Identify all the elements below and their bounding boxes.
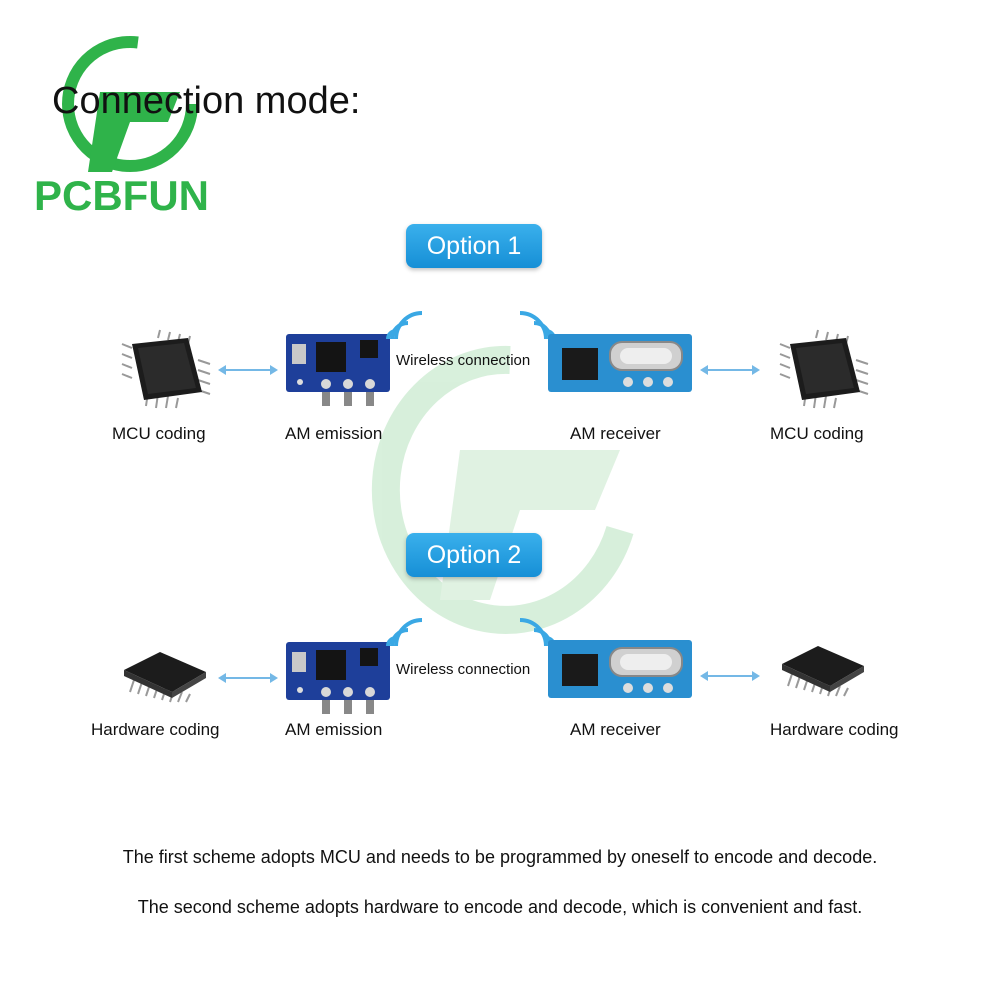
option-1-item-3-label: AM receiver — [570, 424, 661, 443]
hardware-chip-icon — [124, 652, 206, 703]
scheme-note-1: The first scheme adopts MCU and needs to… — [122, 847, 878, 867]
mcu-chip-icon — [121, 329, 211, 409]
am-emission-module-icon — [286, 334, 390, 406]
scheme-note-2: The second scheme adopts hardware to enc… — [137, 897, 863, 917]
option-2-badge: Option 2 — [406, 533, 542, 577]
logo-text: PCBFUN — [34, 172, 209, 219]
bidirectional-arrow-icon — [218, 365, 278, 375]
bidirectional-arrow-icon — [218, 673, 278, 683]
option-1-item-2-label: AM emission — [285, 424, 383, 443]
option-1-item-1-label: MCU coding — [112, 424, 206, 443]
wifi-signal-icon — [386, 618, 423, 647]
option-2-item-1-label: Hardware coding — [91, 720, 220, 739]
option-2-item-3-label: AM receiver — [570, 720, 661, 739]
mcu-chip-icon — [779, 329, 869, 409]
option-1-badge: Option 1 — [406, 224, 542, 268]
am-receiver-module-icon — [548, 334, 692, 392]
hardware-chip-icon — [782, 646, 864, 697]
option-2-wireless-label: Wireless connection — [396, 661, 531, 678]
option-1-wireless-label: Wireless connection — [396, 352, 531, 369]
bidirectional-arrow-icon — [700, 671, 760, 681]
page-title: Connection mode: — [52, 80, 361, 122]
bidirectional-arrow-icon — [700, 365, 760, 375]
option-1-item-4-label: MCU coding — [770, 424, 864, 443]
option-2-item-4-label: Hardware coding — [770, 720, 899, 739]
wifi-signal-icon — [386, 311, 423, 340]
pcbfun-logo — [62, 36, 198, 172]
option-2-item-2-label: AM emission — [285, 720, 383, 739]
am-receiver-module-icon — [548, 640, 692, 698]
am-emission-module-icon — [286, 642, 390, 714]
